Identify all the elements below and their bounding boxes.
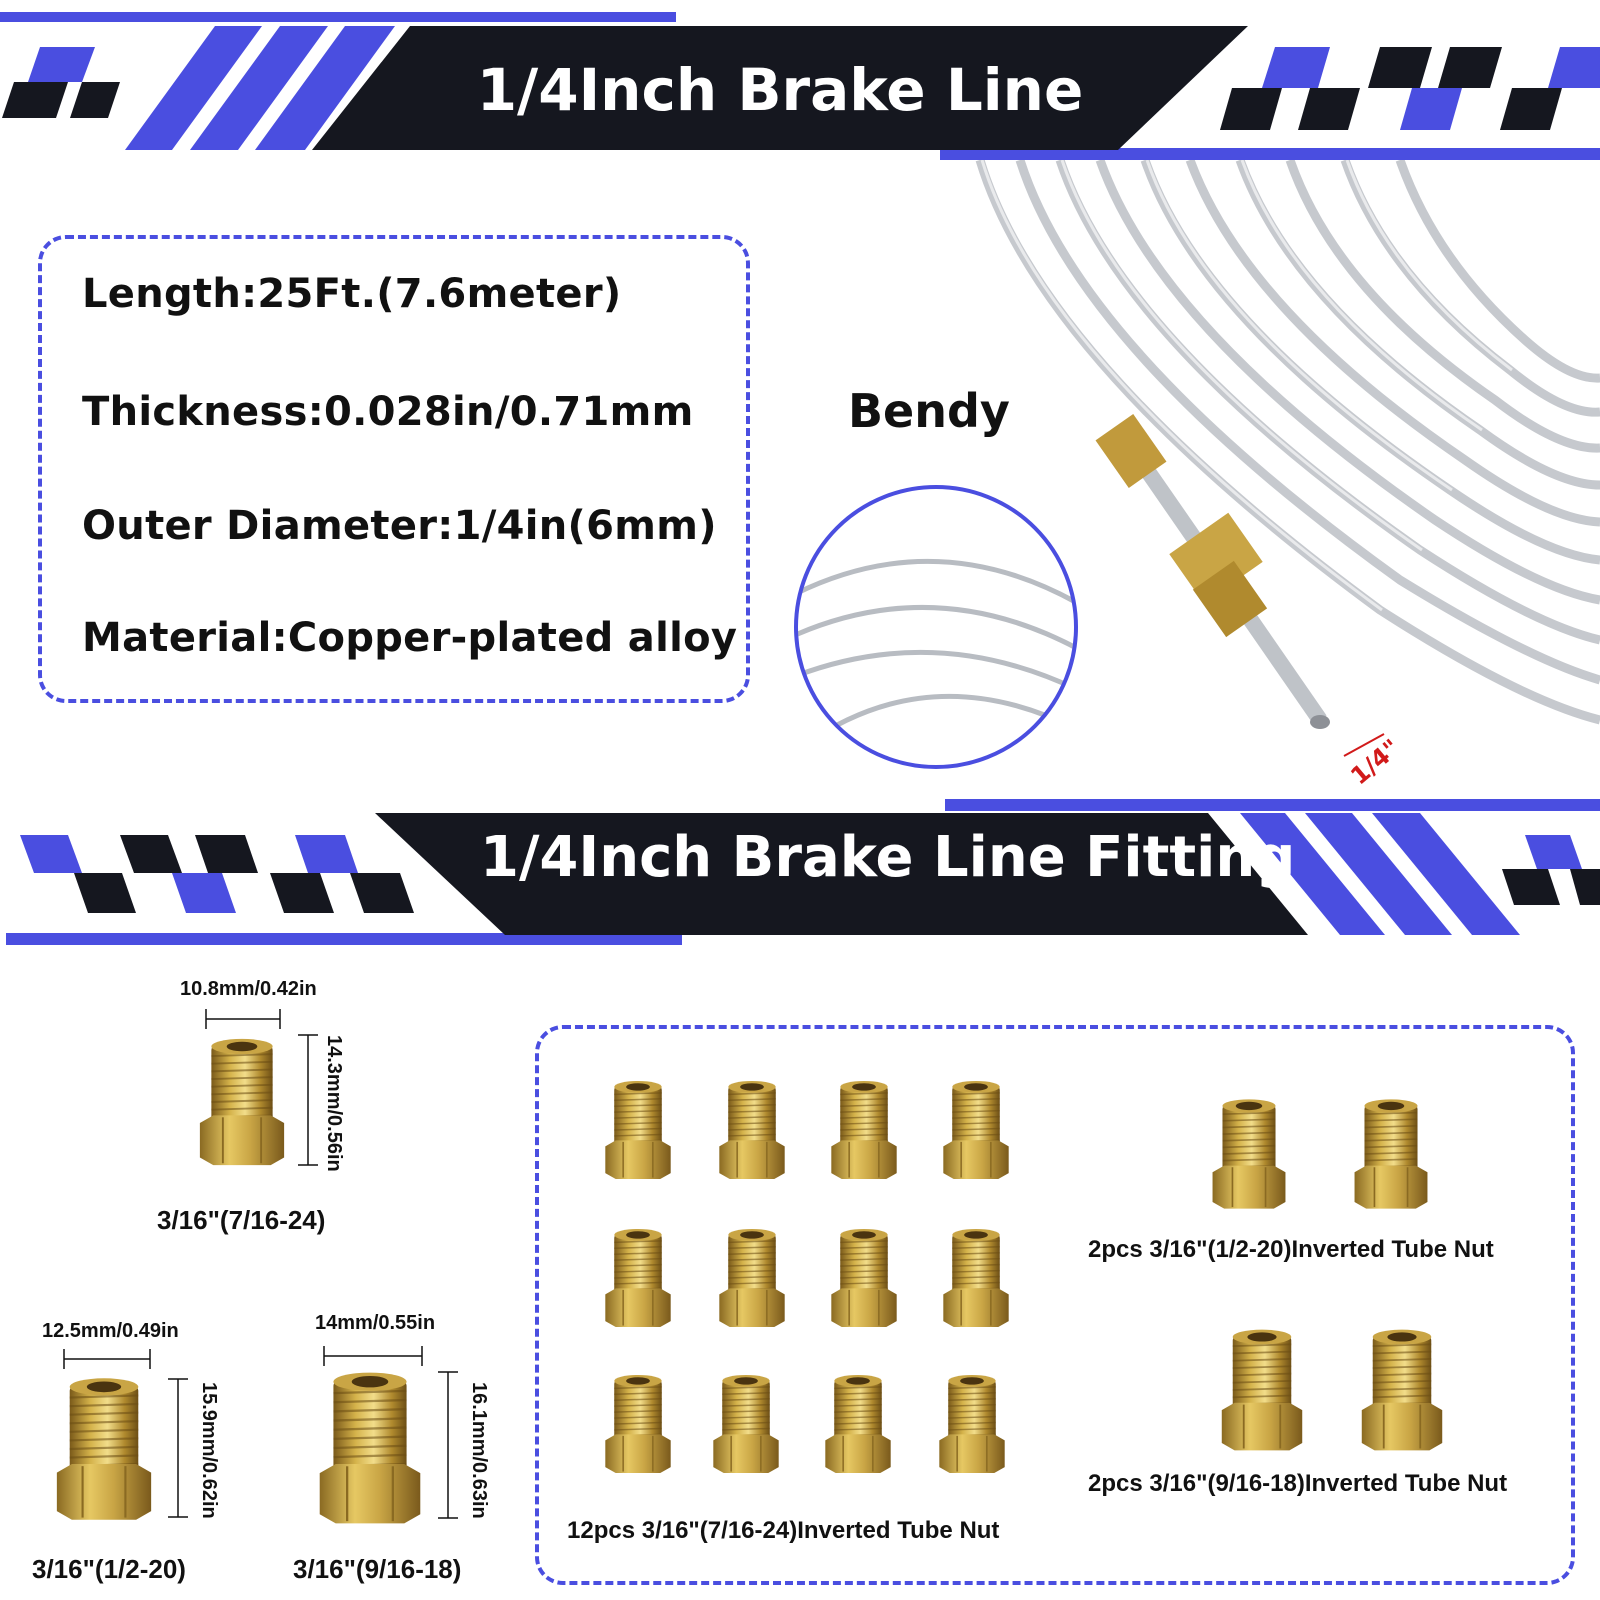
medium-nut-image xyxy=(1353,1098,1429,1210)
small-nut-image xyxy=(604,1228,672,1328)
small-nut-grid xyxy=(600,1078,1020,1478)
brake-line-coil-image xyxy=(975,160,1600,729)
large-nut-image xyxy=(1220,1328,1304,1452)
spec-length: Length:25Ft.(7.6meter) xyxy=(82,271,622,317)
spec-box: Length:25Ft.(7.6meter) Thickness:0.028in… xyxy=(38,235,750,703)
top-banner-graphic xyxy=(0,12,1600,160)
fitting-c-dimension-lines xyxy=(323,1346,458,1519)
large-nut-image xyxy=(1360,1328,1444,1452)
kit-small-label: 12pcs 3/16"(7/16-24)Inverted Tube Nut xyxy=(567,1517,1000,1544)
small-nut-image xyxy=(942,1228,1010,1328)
small-nut-image xyxy=(830,1228,898,1328)
fitting-banner-title: 1/4Inch Brake Line Fitting xyxy=(480,825,1296,890)
small-nut-image xyxy=(938,1374,1006,1474)
fitting-banner: 1/4Inch Brake Line Fitting xyxy=(0,795,1600,955)
fitting-b-height: 15.9mm/0.62in xyxy=(198,1382,220,1519)
fitting-banner-graphic xyxy=(6,799,1600,945)
small-nut-image xyxy=(718,1080,786,1180)
kit-contents-box xyxy=(535,1025,1575,1585)
bendy-circle-image xyxy=(794,485,1078,769)
fitting-b-name: 3/16"(1/2-20) xyxy=(32,1554,186,1584)
fitting-a-dimension-lines xyxy=(205,1009,318,1166)
fitting-b-width: 12.5mm/0.49in xyxy=(42,1320,179,1342)
kit-medium-label: 2pcs 3/16"(1/2-20)Inverted Tube Nut xyxy=(1088,1236,1494,1263)
fitting-a-height: 14.3mm/0.56in xyxy=(323,1035,345,1172)
spec-material: Material:Copper-plated alloy xyxy=(82,615,738,661)
small-nut-image xyxy=(712,1374,780,1474)
fitting-b-dimension-lines xyxy=(63,1349,188,1518)
small-nut-image xyxy=(824,1374,892,1474)
small-nut-image xyxy=(604,1080,672,1180)
small-nut-image xyxy=(942,1080,1010,1180)
tube-size-arrow-icon xyxy=(1343,733,1385,757)
fitting-c-height: 16.1mm/0.63in xyxy=(468,1382,490,1519)
small-nut-image xyxy=(604,1374,672,1474)
top-banner-title: 1/4Inch Brake Line xyxy=(476,56,1084,124)
fitting-c-width: 14mm/0.55in xyxy=(315,1312,436,1334)
fitting-a-width: 10.8mm/0.42in xyxy=(180,978,317,1000)
kit-large-label: 2pcs 3/16"(9/16-18)Inverted Tube Nut xyxy=(1088,1470,1508,1497)
top-banner: 1/4Inch Brake Line xyxy=(0,0,1600,165)
fitting-b-image xyxy=(55,1377,153,1521)
small-nut-image xyxy=(830,1080,898,1180)
medium-nut-image xyxy=(1211,1098,1287,1210)
small-nut-image xyxy=(718,1228,786,1328)
fitting-c-name: 3/16"(9/16-18) xyxy=(293,1554,462,1584)
fitting-a-image xyxy=(198,1037,286,1167)
fitting-a-name: 3/16"(7/16-24) xyxy=(157,1205,326,1235)
fitting-c-image xyxy=(318,1371,422,1525)
bendy-label: Bendy xyxy=(848,384,1010,438)
spec-thickness: Thickness:0.028in/0.71mm xyxy=(82,389,694,435)
spec-outer-diameter: Outer Diameter:1/4in(6mm) xyxy=(82,503,717,549)
